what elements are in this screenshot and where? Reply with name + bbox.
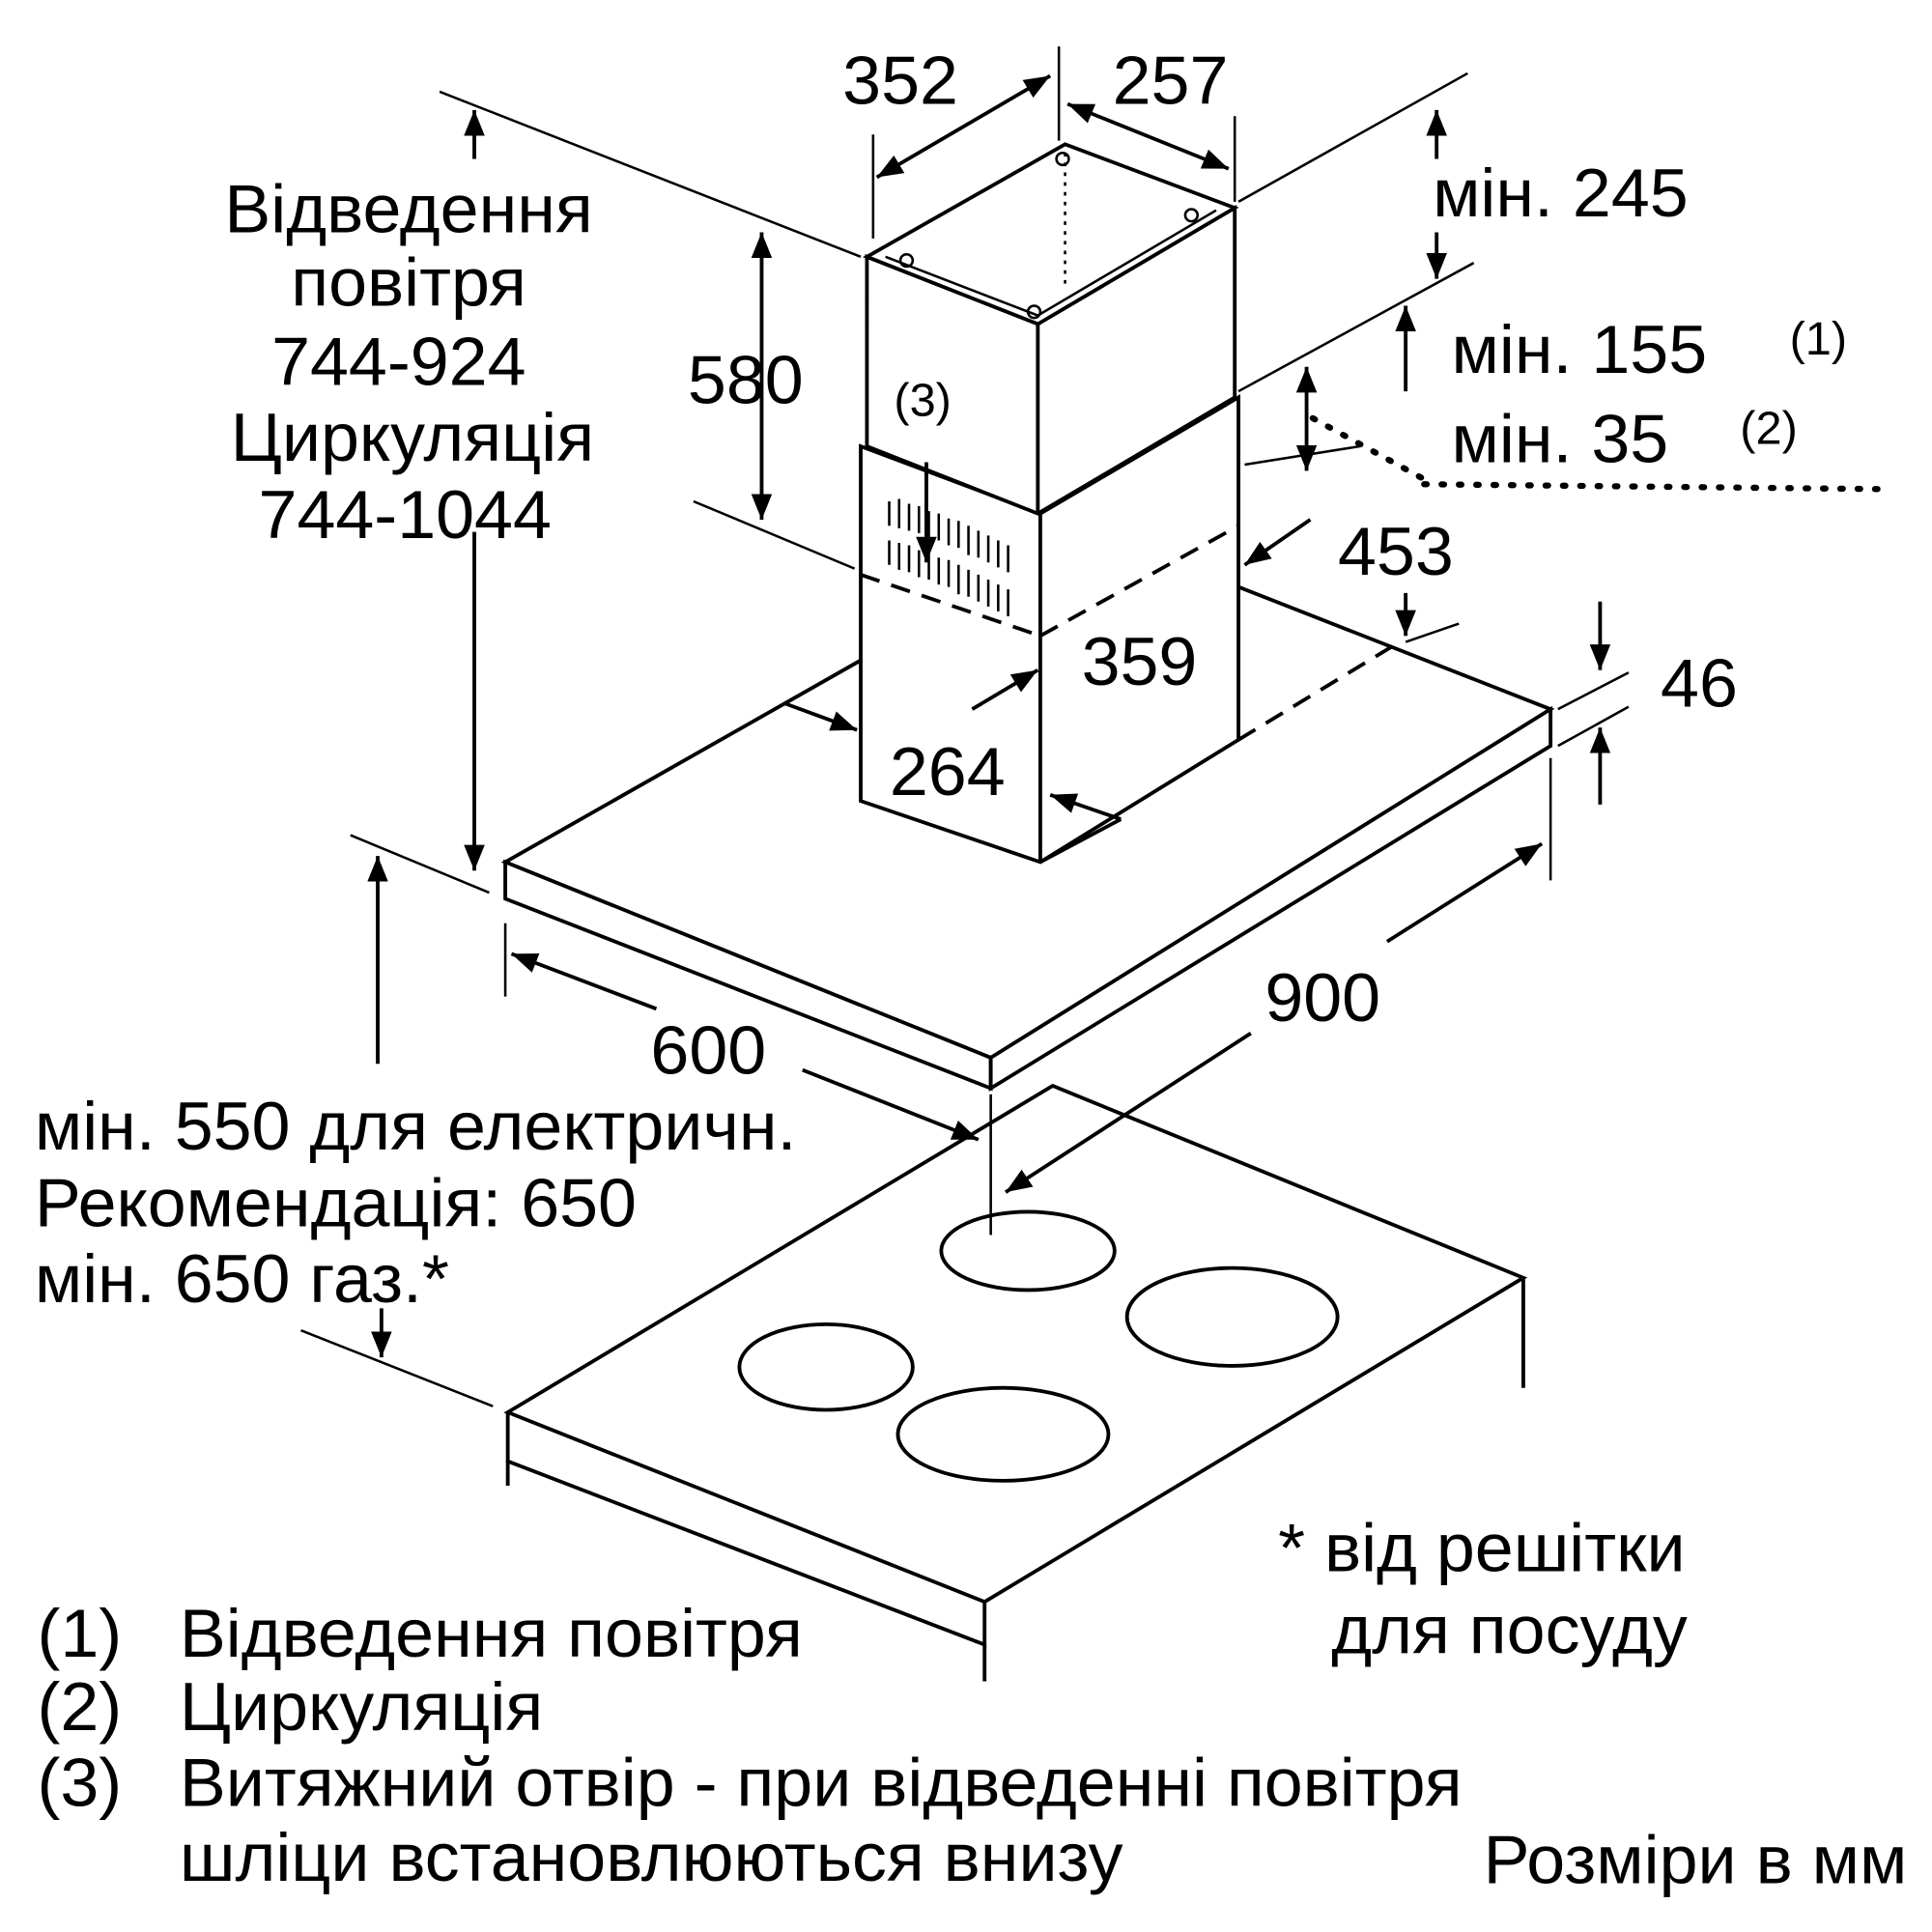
chimney-lower bbox=[859, 394, 1240, 865]
legend-num: (1) bbox=[37, 1596, 122, 1672]
legend-text: Циркуляція bbox=[180, 1669, 543, 1746]
label-line: Рекомендація: 650 bbox=[35, 1165, 637, 1241]
dim-359: 359 bbox=[1082, 623, 1198, 699]
units-label: Розміри в мм bbox=[1484, 1822, 1908, 1898]
vent-slots bbox=[888, 498, 1009, 616]
legend-num: (3) bbox=[37, 1745, 122, 1821]
footnote: * від решітки для посуду bbox=[1278, 1510, 1688, 1668]
mounting-height-label: мін. 550 для електричн. Рекомендація: 65… bbox=[35, 1088, 797, 1318]
note-2: (2) bbox=[1740, 403, 1798, 455]
cooktop bbox=[503, 1083, 1528, 1682]
chimney-upper bbox=[863, 142, 1239, 516]
dimension-lines bbox=[300, 46, 1886, 1407]
legend-text: шліци встановлюються внизу bbox=[180, 1819, 1123, 1895]
exhaust-height-label: Відведення повітря 744-924 Циркуляція 74… bbox=[224, 171, 594, 554]
burner bbox=[1124, 1265, 1340, 1368]
legend: (1) Відведення повітря (2) Циркуляція (3… bbox=[37, 1596, 1462, 1896]
burner bbox=[737, 1321, 915, 1412]
note-3: (3) bbox=[894, 375, 952, 427]
legend-text: Витяжний отвір - при відведенні повітря bbox=[180, 1745, 1463, 1821]
dim-580: 580 bbox=[688, 342, 804, 418]
dim-453: 453 bbox=[1338, 513, 1454, 589]
dim-46: 46 bbox=[1661, 645, 1738, 722]
label-line: мін. 550 для електричн. bbox=[35, 1088, 797, 1164]
dim-257: 257 bbox=[1113, 43, 1229, 119]
dim-900: 900 bbox=[1264, 959, 1380, 1036]
footnote-line: для посуду bbox=[1331, 1592, 1688, 1668]
legend-text: Відведення повітря bbox=[180, 1596, 803, 1672]
dim-264: 264 bbox=[890, 733, 1006, 810]
label-line: Відведення bbox=[224, 171, 592, 247]
label-line: повітря bbox=[291, 244, 526, 321]
dim-min245: мін. 245 bbox=[1433, 155, 1689, 231]
dim-min35: мін. 35 bbox=[1452, 401, 1669, 477]
dim-600: 600 bbox=[650, 1012, 766, 1089]
dim-min155: мін. 155 bbox=[1452, 311, 1708, 387]
label-line: 744-1044 bbox=[259, 476, 552, 553]
footnote-line: * від решітки bbox=[1278, 1510, 1686, 1586]
label-line: Циркуляція bbox=[231, 400, 594, 476]
legend-num: (2) bbox=[37, 1669, 122, 1746]
label-line: 744-924 bbox=[271, 324, 526, 400]
note-1: (1) bbox=[1790, 313, 1848, 365]
burner bbox=[939, 1209, 1117, 1293]
label-line: мін. 650 газ.* bbox=[35, 1241, 449, 1318]
burner bbox=[895, 1385, 1111, 1483]
dim-352: 352 bbox=[842, 43, 958, 119]
